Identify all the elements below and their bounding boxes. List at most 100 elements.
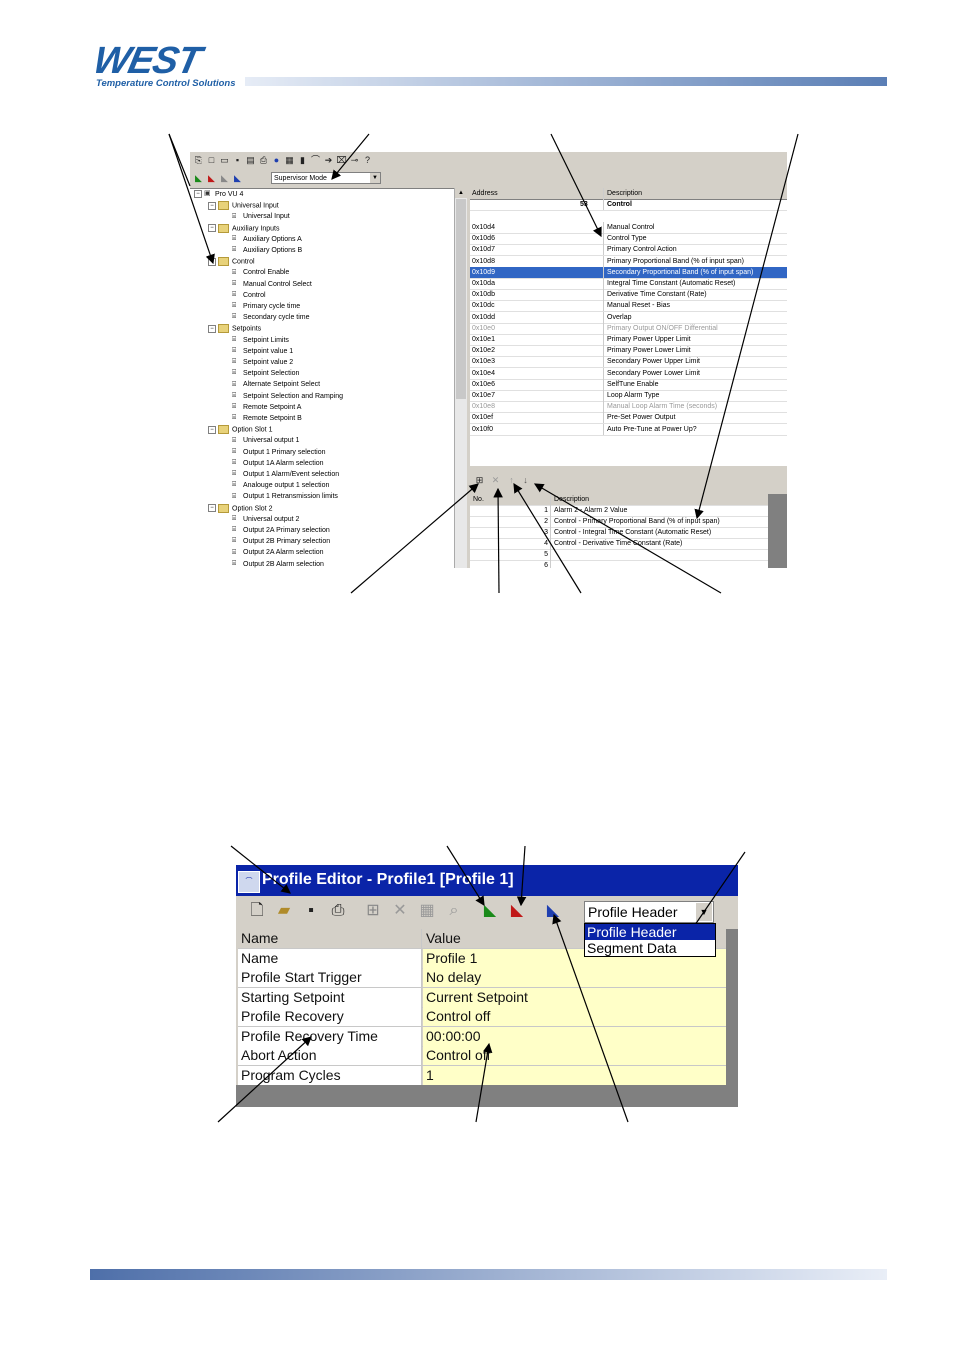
table-icon[interactable]: ▦	[285, 154, 294, 165]
export-icon[interactable]: ▤	[246, 154, 255, 165]
property-value-cell[interactable]: Current Setpoint	[423, 987, 726, 1007]
device-icon[interactable]: ▮	[300, 154, 305, 165]
tree-leaf[interactable]: ⌸Alternate Setpoint Select	[232, 380, 320, 390]
tree-leaf[interactable]: ⌸Secondary cycle time	[232, 313, 310, 323]
list-description-header[interactable]: Description	[554, 496, 590, 503]
print-icon[interactable]: ⎙	[259, 154, 268, 165]
tree-leaf[interactable]: ⌸Output 2B Alarm selection	[232, 560, 324, 568]
tree-folder[interactable]: −Option Slot 2	[208, 503, 272, 514]
link-icon[interactable]: ⊸	[350, 154, 359, 165]
tree-leaf[interactable]: ⌸Output 2B Primary selection	[232, 537, 330, 547]
collapse-icon[interactable]: −	[208, 224, 216, 233]
tree-leaf[interactable]: ⌸Primary cycle time	[232, 302, 300, 312]
no-header[interactable]: No.	[473, 496, 484, 503]
collapse-icon[interactable]: −	[208, 504, 216, 513]
tree-leaf[interactable]: ⌸Output 1A Alarm selection	[232, 459, 324, 469]
add-item-icon[interactable]: ⊞	[475, 475, 484, 485]
tree-leaf[interactable]: ⌸Output 1 Alarm/Event selection	[232, 470, 339, 480]
tree-leaf[interactable]: ⌸Auxiliary Options B	[232, 246, 302, 256]
property-value-cell[interactable]: No delay	[423, 968, 726, 987]
chevron-down-icon[interactable]: ▼	[370, 173, 380, 183]
tree-leaf[interactable]: ⌸Setpoint Selection and Ramping	[232, 392, 343, 402]
tree-leaf[interactable]: ⌸Remote Setpoint A	[232, 403, 301, 413]
delete-segment-icon[interactable]: ✕	[393, 902, 407, 919]
device-info-icon[interactable]: ◣	[234, 172, 241, 183]
tree-folder[interactable]: −Universal Input	[208, 201, 279, 211]
tree-leaf[interactable]: ⌸Universal output 1	[232, 436, 299, 446]
mode-select[interactable]: Supervisor Mode ▼	[271, 172, 381, 184]
new-file-icon[interactable]: 🗋	[250, 902, 264, 919]
info-icon[interactable]: ●	[273, 154, 280, 165]
tree-folder[interactable]: −Setpoints	[208, 324, 261, 334]
help-icon[interactable]: ?	[364, 154, 370, 165]
tree-leaf[interactable]: ⌸Manual Control Select	[232, 280, 312, 290]
open-folder-icon[interactable]: ▭	[220, 154, 229, 165]
tree-leaf[interactable]: ⌸Output 2A Primary selection	[232, 526, 330, 536]
new-file-icon[interactable]: □	[208, 154, 215, 165]
collapse-icon[interactable]: −	[208, 425, 216, 434]
disconnect-icon[interactable]: ⌧	[336, 154, 347, 165]
list-item[interactable]: 5	[470, 549, 768, 561]
arrow-right-icon[interactable]: ➔	[324, 154, 333, 165]
option-profile-header[interactable]: Profile Header	[585, 924, 715, 940]
zoom-icon[interactable]: ⌕	[449, 902, 459, 919]
delete-icon[interactable]: ✕	[491, 475, 500, 485]
read-device-icon[interactable]: ◣	[195, 172, 202, 183]
copy-segment-icon[interactable]: ▦	[419, 902, 435, 919]
profile-icon[interactable]: ⌒	[310, 154, 320, 165]
collapse-icon[interactable]: −	[208, 324, 216, 333]
save-icon[interactable]: ▪	[235, 154, 240, 165]
tree-leaf[interactable]: ⌸Output 1 Primary selection	[232, 448, 325, 458]
tree-leaf[interactable]: ⌸Setpoint Limits	[232, 336, 289, 346]
tree-leaf[interactable]: ⌸Auxiliary Options A	[232, 235, 302, 245]
tree-leaf[interactable]: ⌸Universal output 2	[232, 515, 299, 525]
tree-folder[interactable]: −Auxiliary Inputs	[208, 223, 279, 234]
scroll-up-icon[interactable]: ▲	[455, 188, 467, 198]
tree-leaf[interactable]: ⌸Control	[232, 291, 266, 301]
tree-folder[interactable]: −Option Slot 1	[208, 425, 272, 435]
tree-leaf[interactable]: ⌸Setpoint Selection	[232, 369, 299, 379]
collapse-icon[interactable]: −	[194, 190, 202, 199]
write-device-icon[interactable]: ◣	[208, 172, 215, 183]
property-value-cell[interactable]: 00:00:00	[423, 1026, 726, 1046]
insert-segment-icon[interactable]: ⊞	[366, 902, 380, 919]
view-select[interactable]: Profile Header ▼	[584, 901, 714, 923]
tree-leaf[interactable]: ⌸Setpoint value 1	[232, 347, 293, 357]
collapse-icon[interactable]: −	[208, 201, 216, 210]
preview-icon[interactable]: ⎘	[194, 154, 203, 165]
tree-leaf[interactable]: ⌸Analouge output 1 selection	[232, 481, 329, 491]
write-profile-icon[interactable]: ◣	[510, 902, 524, 919]
tree-folder[interactable]: −▣Pro VU 4	[194, 190, 243, 200]
tree-leaf[interactable]: ⌸Setpoint value 2	[232, 358, 293, 368]
read-profile-icon[interactable]: ◣	[483, 902, 497, 919]
name-column-header[interactable]: Name	[238, 929, 422, 948]
address-header[interactable]: Address	[472, 190, 498, 197]
save-icon[interactable]: ▪	[308, 902, 314, 919]
open-folder-icon[interactable]: ▰	[277, 902, 291, 919]
tree-leaf[interactable]: ⌸Universal Input	[232, 212, 290, 222]
tree-leaf[interactable]: ⌸Control Enable	[232, 268, 289, 278]
